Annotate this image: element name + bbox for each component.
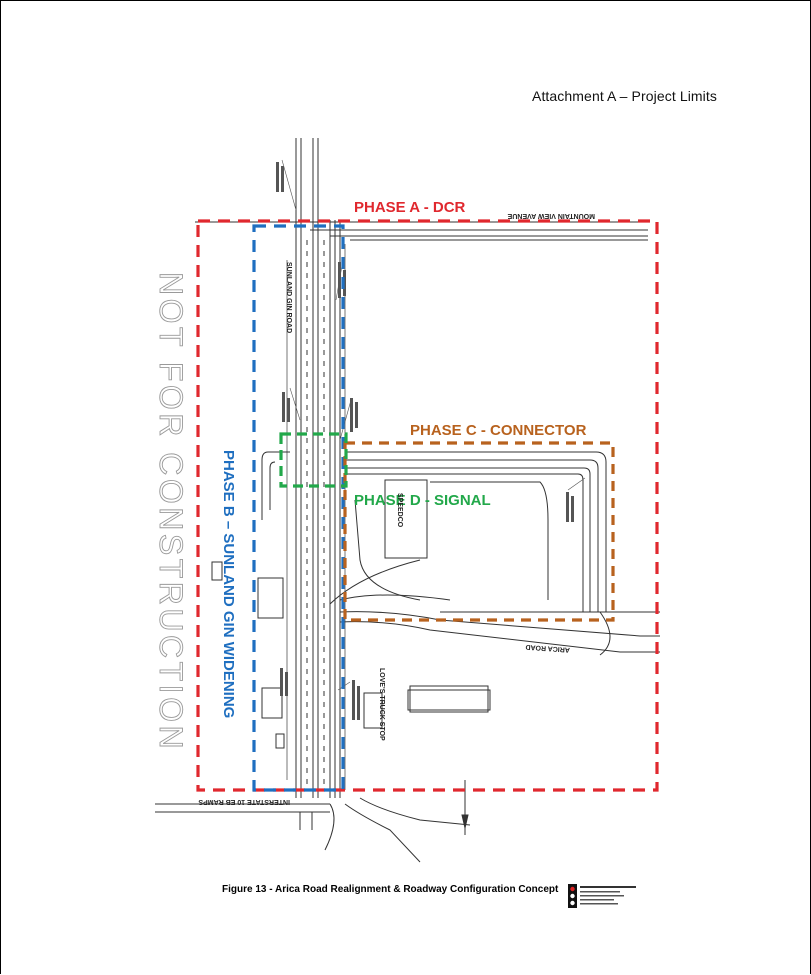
callout-notes [276, 162, 574, 720]
speedco-label: SPEEDCO [396, 493, 403, 528]
company-logo [568, 884, 636, 908]
phase-d-boundary [279, 432, 348, 488]
mountain-view-avenue-label: MOUNTAIN VIEW AVENUE [507, 212, 595, 219]
roadway-linework [155, 138, 660, 863]
phase-c-label: PHASE C - CONNECTOR [410, 422, 587, 439]
loves-truck-stop-label: LOVE'S TRUCK STOP [378, 668, 385, 741]
phase-a-label: PHASE A - DCR [354, 199, 466, 216]
sunland-gin-road-label: SUNLAND GIN ROAD [285, 262, 292, 333]
figure-caption: Figure 13 - Arica Road Realignment & Roa… [222, 884, 559, 895]
arica-road-label: ARICA ROAD [525, 643, 570, 653]
not-for-construction-watermark: NOT FOR CONSTRUCTION [153, 272, 189, 752]
phase-b-boundary [252, 224, 345, 792]
interstate-ramps-label: INTERSTATE 10 EB RAMPS [198, 798, 290, 805]
phase-b-label: PHASE B – SUNLAND GIN WIDENING [220, 450, 237, 718]
page-title: Attachment A – Project Limits [532, 88, 717, 104]
phase-d-label: PHASE D - SIGNAL [354, 492, 491, 509]
phase-c-boundary [343, 441, 615, 622]
phase-a-boundary [196, 219, 659, 792]
